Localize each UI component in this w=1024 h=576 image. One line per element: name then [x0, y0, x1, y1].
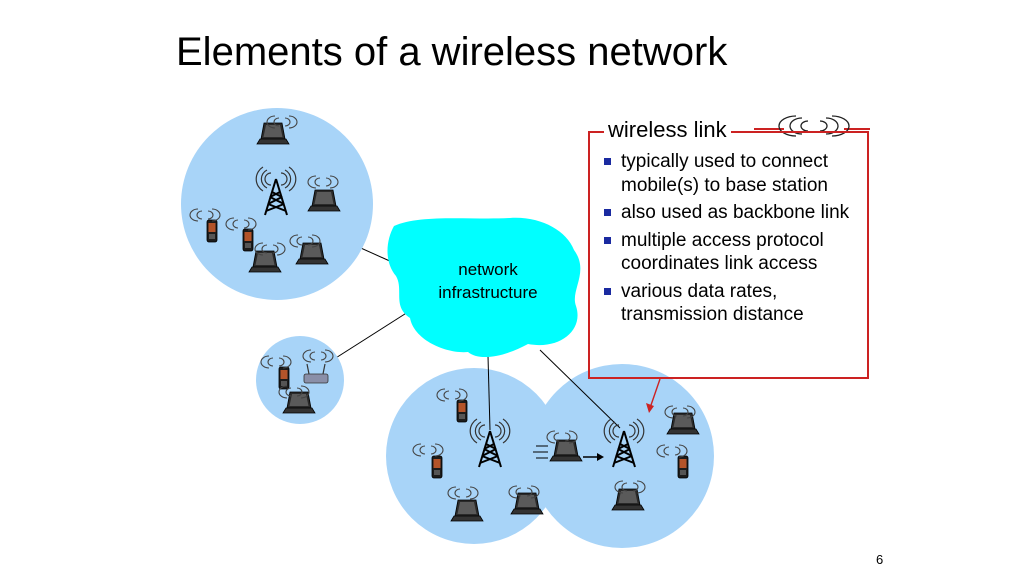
callout-bullet: also used as backbone link: [600, 201, 862, 225]
link-line-bottom-left: [487, 355, 491, 431]
cloud-label-line: infrastructure: [438, 283, 538, 302]
callout-bullet: multiple access protocol coordinates lin…: [600, 229, 862, 276]
network-infrastructure-cloud: [387, 217, 581, 358]
phone-icon: [278, 366, 290, 390]
phone-icon: [206, 219, 218, 243]
cloud-label: network infrastructure: [418, 258, 558, 304]
phone-icon: [431, 455, 443, 479]
cell-small: [256, 336, 344, 424]
cell-top-left: [181, 108, 373, 300]
motion-lines-icon: [533, 445, 548, 459]
callout-heading: wireless link: [604, 117, 731, 143]
page-number: 6: [876, 552, 884, 567]
phone-icon: [242, 228, 254, 252]
cell-bottom-right: [530, 364, 714, 548]
link-line-bottom-right: [539, 349, 621, 429]
slide-title: Elements of a wireless network: [176, 30, 728, 74]
phone-icon: [456, 399, 468, 423]
callout-bullet: various data rates, transmission distanc…: [600, 280, 862, 327]
movement-arrow-icon: [583, 453, 604, 461]
access-point-icon: [303, 363, 329, 384]
callout-bullet-list: typically used to connect mobile(s) to b…: [600, 150, 862, 331]
callout-bullet: typically used to connect mobile(s) to b…: [600, 150, 862, 197]
callout-pointer-arrow: [646, 378, 661, 413]
wireless-link-icon: [778, 115, 850, 137]
phone-icon: [677, 455, 689, 479]
cloud-label-line: network: [458, 260, 518, 279]
